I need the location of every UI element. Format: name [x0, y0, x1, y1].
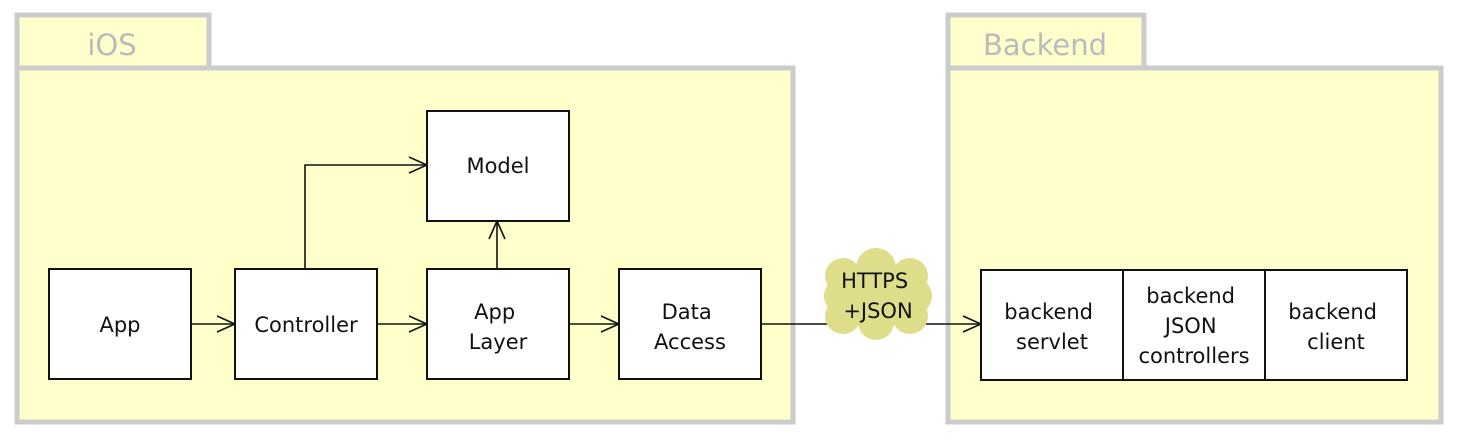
backend-servlet-line-1: backend — [1004, 300, 1093, 324]
connector-line-2: +JSON — [843, 299, 912, 323]
app-layer-box-line-1: App — [474, 300, 515, 324]
backend-servlet-box-label: backend servlet — [1004, 300, 1099, 354]
edge-controller-model — [304, 165, 427, 268]
model-box-line-1: Model — [466, 154, 529, 178]
data-access-box-line-2: Access — [654, 330, 726, 354]
backend-package-label: Backend — [983, 28, 1107, 62]
controller-box-line-1: Controller — [254, 313, 358, 337]
connector-line-1: HTTPS — [841, 269, 908, 293]
data-access-box: Data Access — [618, 268, 762, 380]
ios-package-label: iOS — [87, 28, 136, 62]
app-box-line-1: App — [99, 313, 140, 337]
backend-client-line-1: backend — [1288, 300, 1377, 324]
connector-label: HTTPS +JSON — [841, 269, 915, 323]
controller-box-label: Controller — [254, 313, 358, 337]
backend-json-controllers-line-1: backend — [1146, 284, 1235, 308]
app-box-label: App — [99, 313, 140, 337]
model-box-label: Model — [466, 154, 529, 178]
app-box: App — [48, 268, 192, 380]
backend-servlet-box: backend servlet — [980, 269, 1124, 381]
backend-servlet-line-2: servlet — [1016, 330, 1088, 354]
backend-json-controllers-line-3: controllers — [1138, 344, 1249, 368]
app-layer-box-label: App Layer — [469, 300, 528, 354]
backend-client-box-label: backend client — [1288, 300, 1383, 354]
data-access-box-line-1: Data — [662, 300, 712, 324]
data-access-box-label: Data Access — [654, 300, 726, 354]
backend-json-controllers-box: backend JSON controllers — [1122, 269, 1266, 381]
backend-json-controllers-line-2: JSON — [1163, 314, 1217, 338]
app-layer-box: App Layer — [426, 268, 570, 380]
controller-box: Controller — [234, 268, 378, 380]
backend-client-line-2: client — [1307, 330, 1365, 354]
app-layer-box-line-2: Layer — [469, 330, 528, 354]
backend-package-tab — [945, 12, 1147, 73]
model-box: Model — [426, 110, 570, 222]
backend-json-controllers-box-label: backend JSON controllers — [1138, 284, 1249, 368]
https-json-cloud: HTTPS +JSON — [824, 248, 932, 340]
backend-client-box: backend client — [1264, 269, 1408, 381]
